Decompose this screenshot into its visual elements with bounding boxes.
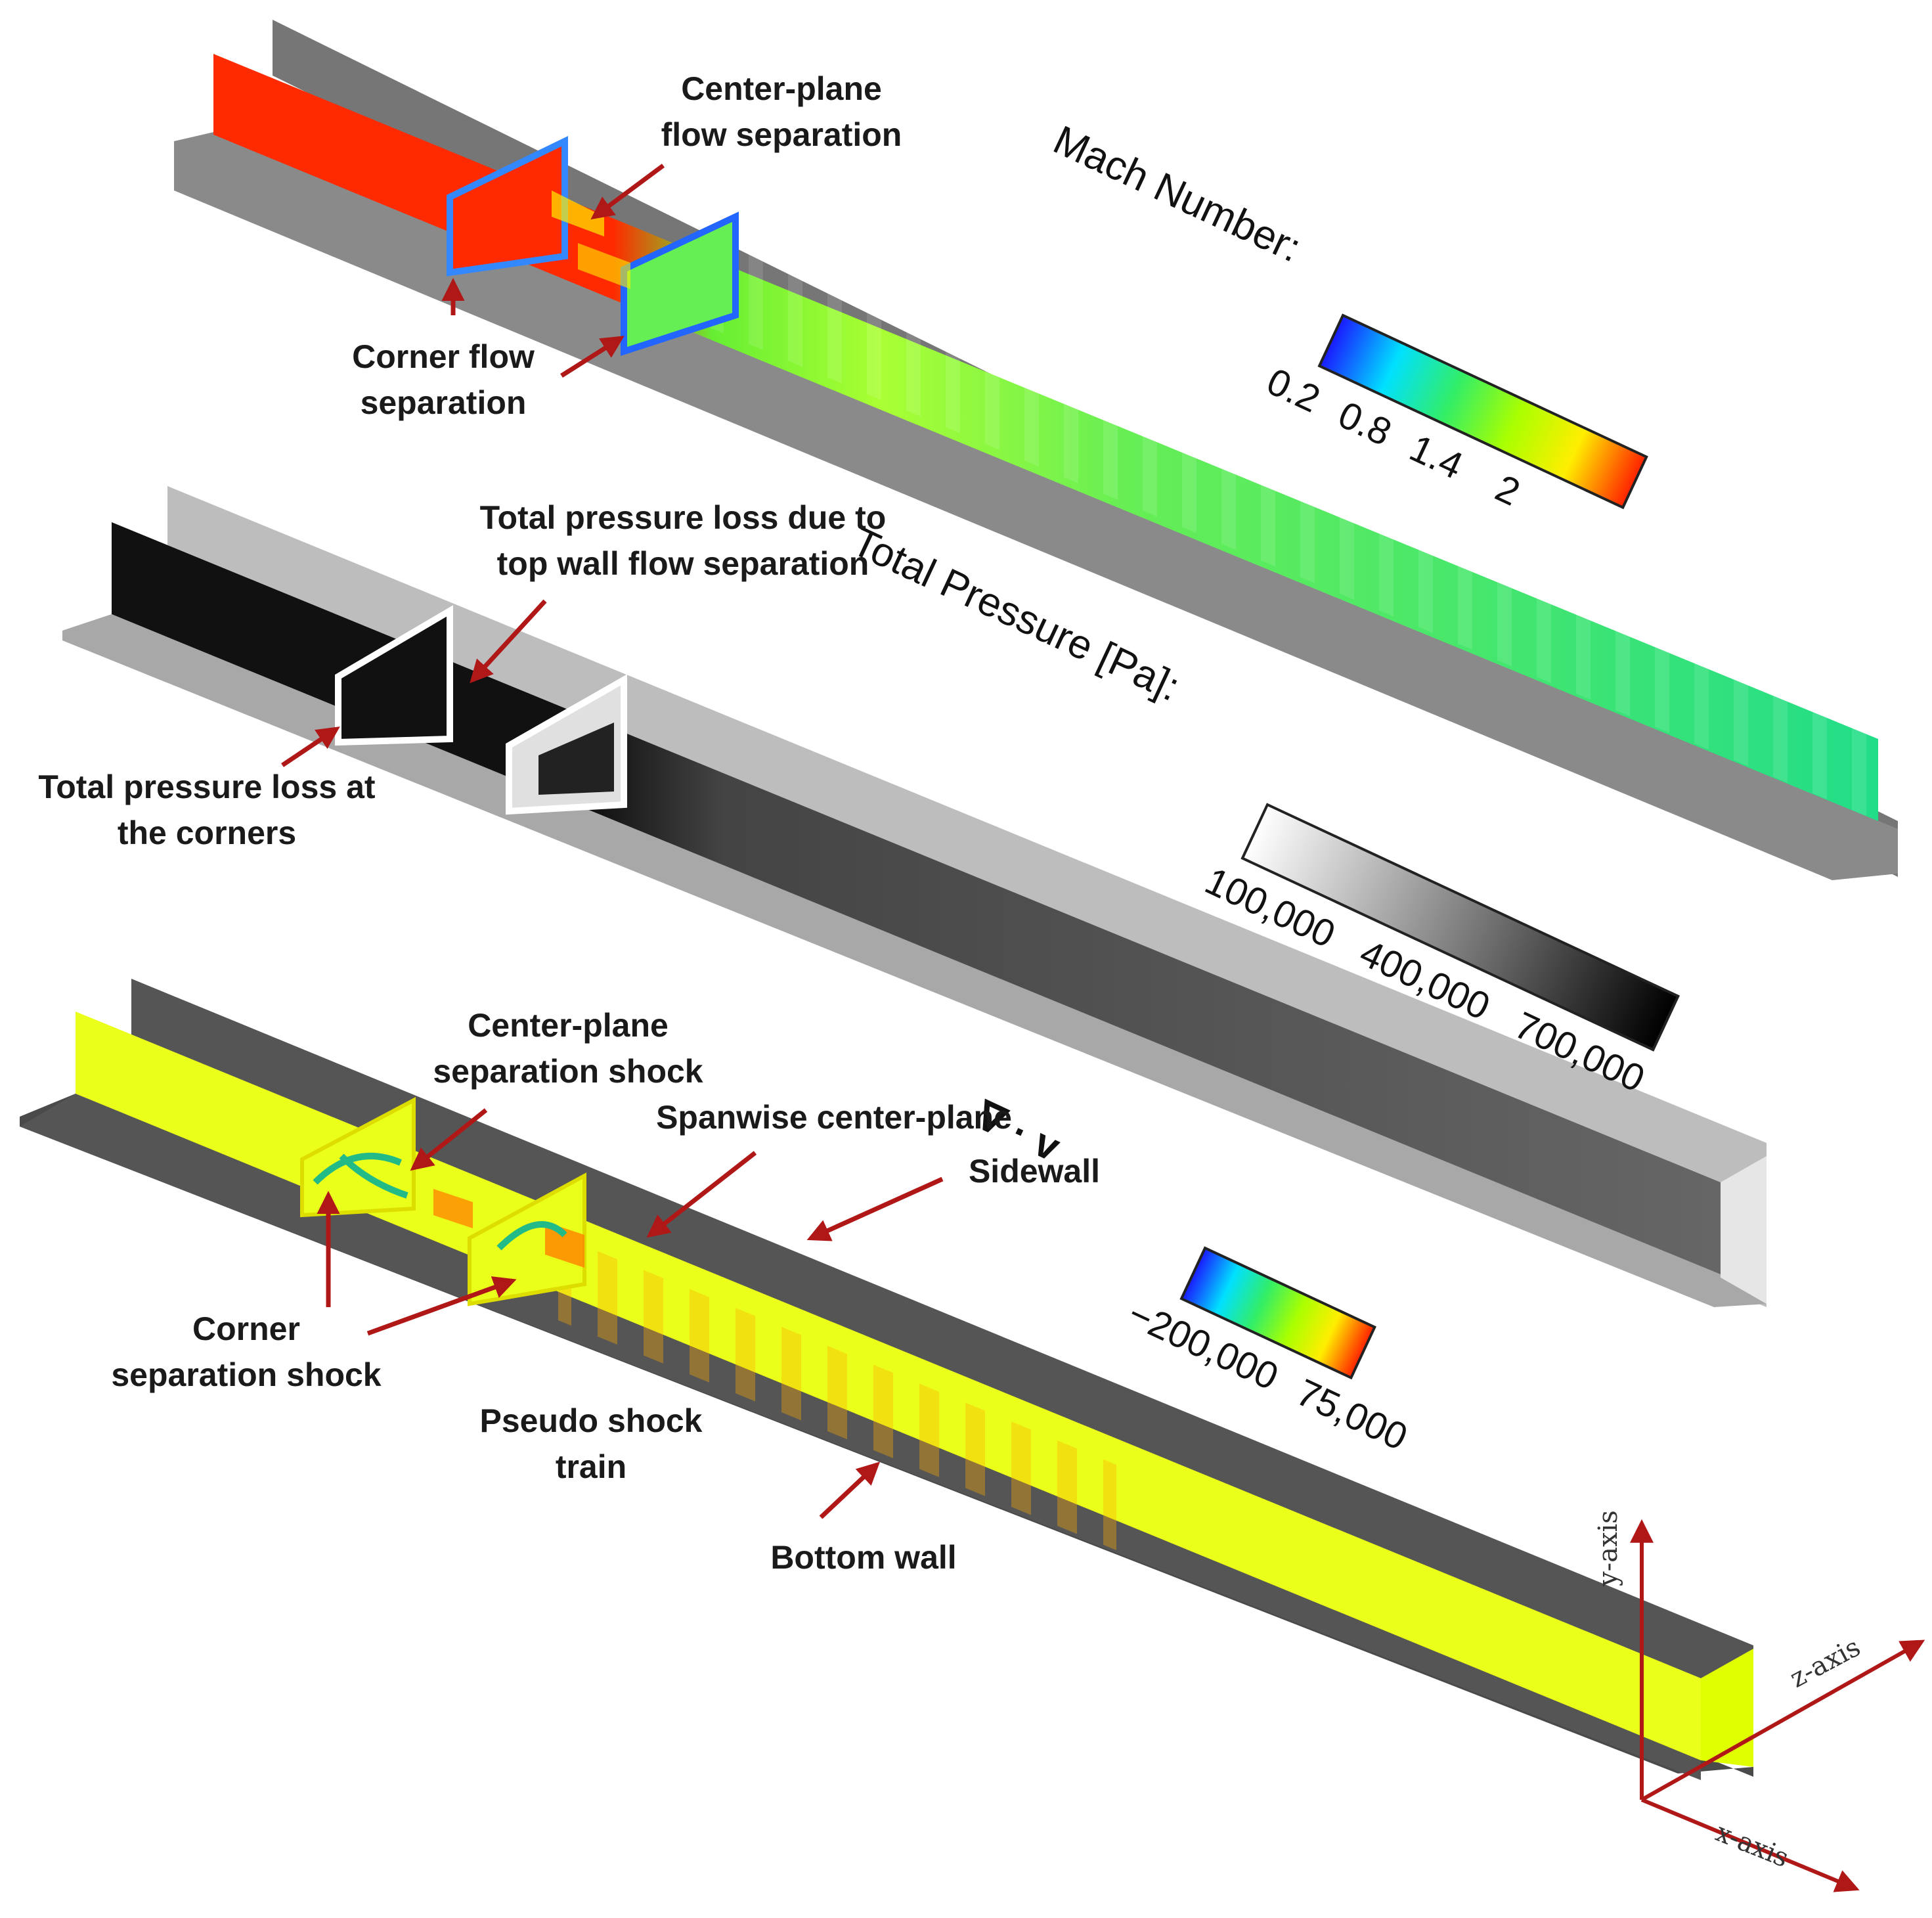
x-axis-label: x-axis — [1711, 1818, 1793, 1874]
ann-corner-shock-line2: separation shock — [111, 1356, 381, 1393]
mach-bottom-wall — [174, 131, 1898, 880]
arrow-bottom-wall — [819, 1461, 881, 1519]
ann-top-wall-line2: top wall flow separation — [497, 545, 869, 582]
z-axis-label: z-axis — [1785, 1632, 1866, 1694]
ann-center-shock-line1: Center-plane — [468, 1007, 669, 1044]
arrow-corner-shock-b — [366, 1276, 517, 1336]
mach-cross-section-2 — [621, 212, 739, 356]
ann-sidewall: Sidewall — [969, 1153, 1100, 1190]
ann-corners-line1: Total pressure loss at — [38, 769, 375, 805]
z-axis-line — [1640, 1639, 1925, 1802]
arrow-sidewall — [806, 1176, 944, 1241]
cb-div-bar — [1179, 1246, 1376, 1380]
arrow-center-plane — [590, 164, 665, 220]
ann-corner-shock-line1: Corner — [192, 1310, 300, 1347]
cb-pressure-bar — [1240, 803, 1680, 1052]
pressure-flow-plane — [112, 522, 1721, 1274]
cb-div-tick: 75,000 — [1290, 1371, 1414, 1459]
divergence-panel — [20, 979, 1753, 1780]
pressure-bottom-wall — [62, 614, 1767, 1307]
arrow-center-shock — [410, 1108, 488, 1171]
arrow-spanwise — [646, 1151, 757, 1238]
ann-corner-flow-line1: Corner flow — [352, 338, 535, 375]
cb-mach-tick: 0.2 — [1260, 360, 1327, 421]
cb-mach-title: Mach Number: — [1047, 117, 1308, 271]
ann-bottom-wall: Bottom wall — [770, 1539, 956, 1576]
ann-center-plane-line1: Center-plane — [681, 70, 882, 107]
x-axis-line — [1640, 1798, 1860, 1892]
divergence-sidewall — [131, 979, 1753, 1708]
cb-mach-tick: 1.4 — [1403, 426, 1470, 487]
ann-center-shock-line2: separation shock — [433, 1053, 703, 1090]
mach-panel — [174, 20, 1898, 880]
ann-spanwise: Spanwise center-plane — [656, 1099, 1012, 1136]
cb-mach-tick: 0.8 — [1332, 393, 1398, 455]
coordinate-axes — [1630, 1519, 1925, 1892]
ann-shock-train-line2: train — [556, 1448, 626, 1485]
annotation-arrows — [281, 164, 944, 1519]
pressure-cross-section-1 — [335, 605, 453, 746]
mach-cross-section-1 — [447, 136, 568, 277]
divergence-cross-section-2 — [468, 1172, 586, 1306]
arrow-corners — [281, 726, 340, 767]
cb-mach-bar — [1317, 313, 1648, 510]
pressure-panel — [62, 486, 1767, 1307]
y-axis-label: y-axis — [1593, 1510, 1623, 1587]
arrow-corner-flow-b — [560, 336, 625, 378]
ann-center-plane-line2: flow separation — [661, 116, 902, 153]
cb-mach-tick: 2 — [1489, 466, 1527, 514]
ann-shock-train-line1: Pseudo shock — [480, 1402, 703, 1439]
ann-top-wall-line1: Total pressure loss due to — [480, 499, 887, 536]
arrow-top-wall — [470, 599, 547, 684]
ann-corners-line2: the corners — [118, 814, 296, 851]
ann-corner-flow-line2: separation — [361, 384, 527, 421]
